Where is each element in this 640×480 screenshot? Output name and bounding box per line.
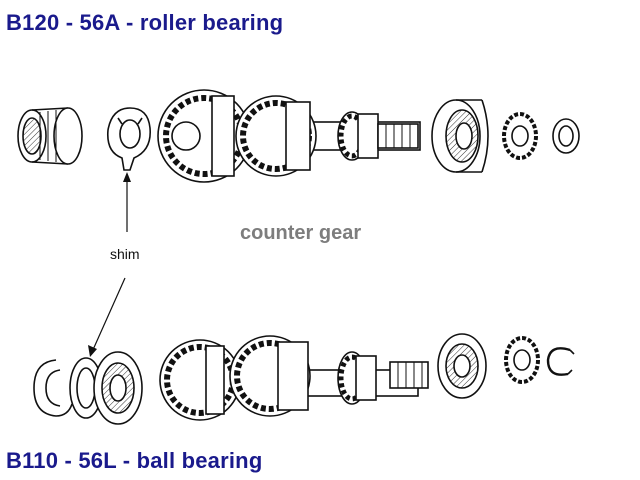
- circlip-icon: [33, 359, 73, 417]
- bottom-assembly: [33, 277, 575, 425]
- counter-gear-caption: counter gear: [240, 222, 362, 244]
- counter-gear-top-icon: [157, 89, 421, 183]
- spline-gear-bottom-icon: [504, 336, 540, 384]
- shim-icon: [106, 107, 151, 171]
- ball-bearing-bottom-icon: [93, 351, 143, 425]
- top-assembly: [17, 89, 580, 232]
- shim-pointer-bottom: [91, 277, 126, 353]
- washer-top-icon: [552, 118, 580, 154]
- c-clip-icon: [546, 347, 575, 376]
- ball-bearing-top-icon: [431, 99, 489, 173]
- ball-bearing-bottom-right-icon: [437, 333, 487, 399]
- spline-gear-top-icon: [502, 112, 538, 160]
- title-roller-bearing: B120 - 56A - roller bearing: [6, 10, 284, 35]
- counter-gear-bottom-icon: [159, 335, 429, 421]
- roller-bearing-icon: [17, 107, 83, 165]
- title-ball-bearing: B110 - 56L - ball bearing: [6, 448, 263, 473]
- shim-label: shim: [110, 246, 140, 262]
